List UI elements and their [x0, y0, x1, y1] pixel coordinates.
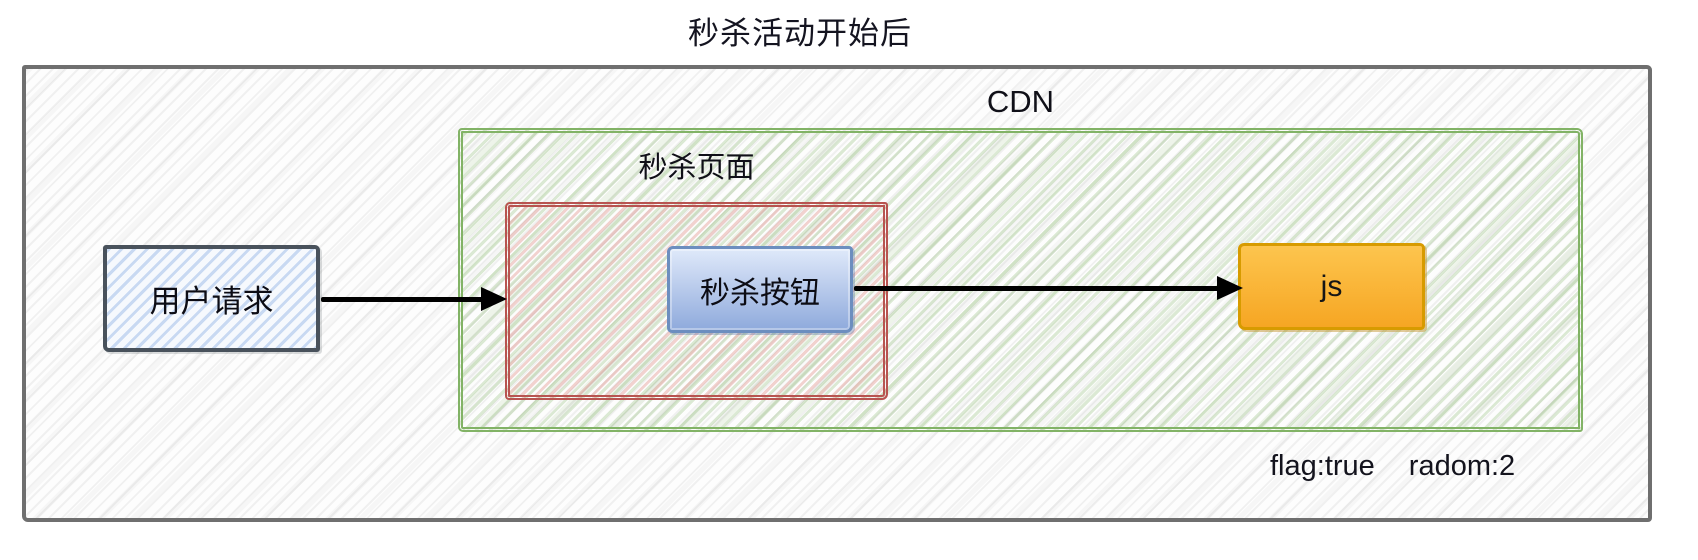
- seckill-button-label: 秒杀按钮: [700, 276, 820, 310]
- flag-value: flag:true: [1270, 450, 1375, 482]
- js-node-label: js: [1320, 269, 1343, 303]
- arrow-button-to-js-line: [854, 286, 1220, 291]
- diagram-title: 秒杀活动开始后: [688, 16, 912, 51]
- js-node: js: [1238, 243, 1425, 330]
- radom-value: radom:2: [1408, 450, 1516, 482]
- seckill-page-label: 秒杀页面: [638, 152, 755, 184]
- seckill-button-node: 秒杀按钮: [667, 246, 853, 333]
- user-request-node: 用户请求: [103, 245, 320, 352]
- cdn-label: CDN: [986, 84, 1055, 119]
- flag-annotation: flag:true radom:2: [1270, 450, 1515, 483]
- arrow-button-to-js-head-icon: [1217, 276, 1243, 300]
- arrow-user-to-page-head-icon: [481, 287, 507, 311]
- arrow-user-to-page-line: [321, 297, 484, 302]
- user-request-label: 用户请求: [149, 284, 274, 319]
